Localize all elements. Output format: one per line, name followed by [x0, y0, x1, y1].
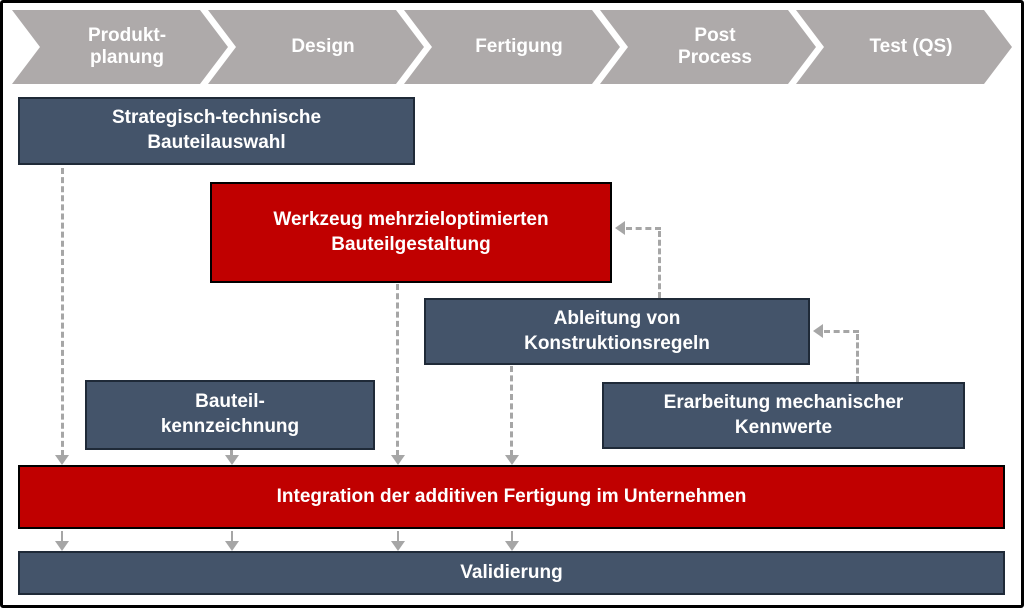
connector-bauteilkennzeichnung-to-integration-line: [230, 450, 233, 456]
connector-erarbeitung-to-ableitung-vertical-line: [856, 334, 859, 382]
connector-integration-to-validierung-line: [511, 531, 513, 542]
connector-integration-to-validierung-line: [397, 531, 399, 542]
box-bauteilkennzeichnung: Bauteil- kennzeichnung: [85, 380, 375, 450]
connector-erarbeitung-to-ableitung-arrowhead-icon: [813, 324, 823, 338]
connector-bauteilkennzeichnung-to-integration-arrowhead-icon: [225, 455, 239, 465]
process-step-fertigung: Fertigung: [404, 10, 620, 84]
process-step-produktplanung: Produkt- planung: [12, 10, 228, 84]
connector-ableitung-to-integration-line: [510, 366, 513, 456]
connector-integration-to-validierung-arrowhead-icon: [391, 541, 405, 551]
connector-integration-to-validierung-arrowhead-icon: [225, 541, 239, 551]
connector-integration-to-validierung-arrowhead-icon: [505, 541, 519, 551]
connector-integration-to-validierung-line: [231, 531, 233, 542]
box-ableitung-von-konstruktionsregeln: Ableitung von Konstruktionsregeln: [424, 298, 810, 365]
connector-strategisch-to-integration-arrowhead-icon: [55, 455, 69, 465]
process-step-post-process: Post Process: [600, 10, 816, 84]
process-step-test-qs: Test (QS): [796, 10, 1012, 84]
connector-erarbeitung-to-ableitung-horizontal-line: [824, 330, 859, 333]
box-strategisch-technische-bauteilauswahl: Strategisch-technische Bauteilauswahl: [18, 97, 415, 165]
connector-integration-to-validierung-arrowhead-icon: [55, 541, 69, 551]
connector-ableitung-to-werkzeug-vertical-line: [658, 231, 661, 298]
process-step-design: Design: [208, 10, 424, 84]
connector-werkzeug-to-integration-arrowhead-icon: [391, 455, 405, 465]
connector-integration-to-validierung-line: [61, 531, 63, 542]
connector-ableitung-to-werkzeug-arrowhead-icon: [615, 221, 625, 235]
box-erarbeitung-mechanischer-kennwerte: Erarbeitung mechanischer Kennwerte: [602, 382, 965, 449]
box-integration-additive-fertigung: Integration der additiven Fertigung im U…: [18, 465, 1005, 529]
connector-strategisch-to-integration-line: [61, 168, 64, 456]
connector-werkzeug-to-integration-line: [396, 284, 399, 456]
connector-ableitung-to-werkzeug-horizontal-line: [626, 227, 661, 230]
connector-ableitung-to-integration-arrowhead-icon: [505, 455, 519, 465]
box-werkzeug-mehrzieloptimierte-bauteilgestaltung: Werkzeug mehrzieloptimierten Bauteilgest…: [210, 182, 612, 283]
box-validierung: Validierung: [18, 551, 1005, 595]
